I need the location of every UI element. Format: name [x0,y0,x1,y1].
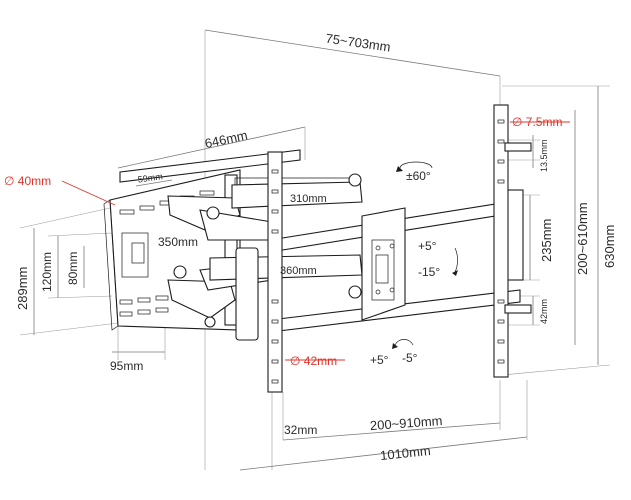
label-rotation-minus: -5° [402,351,418,365]
swivel-arrow-icon [396,166,403,172]
label-swivel: ±60° [406,169,431,183]
label-13-5: 13.5mm [539,139,549,172]
label-360: 360mm [280,265,317,277]
label-75-703: 75~703mm [325,31,392,55]
label-630: 630mm [602,225,617,268]
rotation-arrow-icon [392,343,398,349]
label-95: 95mm [110,359,143,373]
label-200-910: 200~910mm [369,413,443,433]
label-32: 32mm [284,423,317,437]
label-310: 310mm [290,193,327,205]
tilt-arrow-icon [452,270,458,276]
angle-labels: ±60° +5° -15° +5° -5° [370,169,440,367]
label-42: 42mm [539,299,549,324]
vertical-tv-bracket-right [493,104,532,378]
tilt-head-plate [361,207,406,321]
dimension-labels: 75~703mm 646mm 59mm 310mm 350mm 360mm 28… [15,31,617,463]
label-80: 80mm [66,252,80,285]
callout-7-5-diameter: ∅ 7.5mm [512,115,562,129]
label-tilt-down: -15° [418,265,440,279]
swing-arms [167,173,363,341]
callout-40-diameter: ∅ 40mm [4,174,51,188]
label-120: 120mm [40,252,54,292]
label-59: 59mm [137,171,163,184]
label-tilt-up: +5° [418,239,437,253]
label-rotation-plus: +5° [370,353,389,367]
callout-leaders [61,121,570,361]
label-200-610: 200~610mm [575,202,590,275]
label-646: 646mm [203,127,249,151]
angle-arrows [392,161,458,349]
vertical-tv-bracket-left [267,151,283,393]
callout-42-diameter: ∅ 42mm [290,354,337,368]
label-350: 350mm [158,235,198,249]
label-289: 289mm [15,267,30,310]
label-235: 235mm [539,219,554,262]
label-1010: 1010mm [379,443,431,463]
dimension-lines [19,29,611,471]
wall-plate-slots [119,190,215,317]
diameter-callouts: ∅ 40mm ∅ 7.5mm ∅ 42mm [4,115,562,368]
